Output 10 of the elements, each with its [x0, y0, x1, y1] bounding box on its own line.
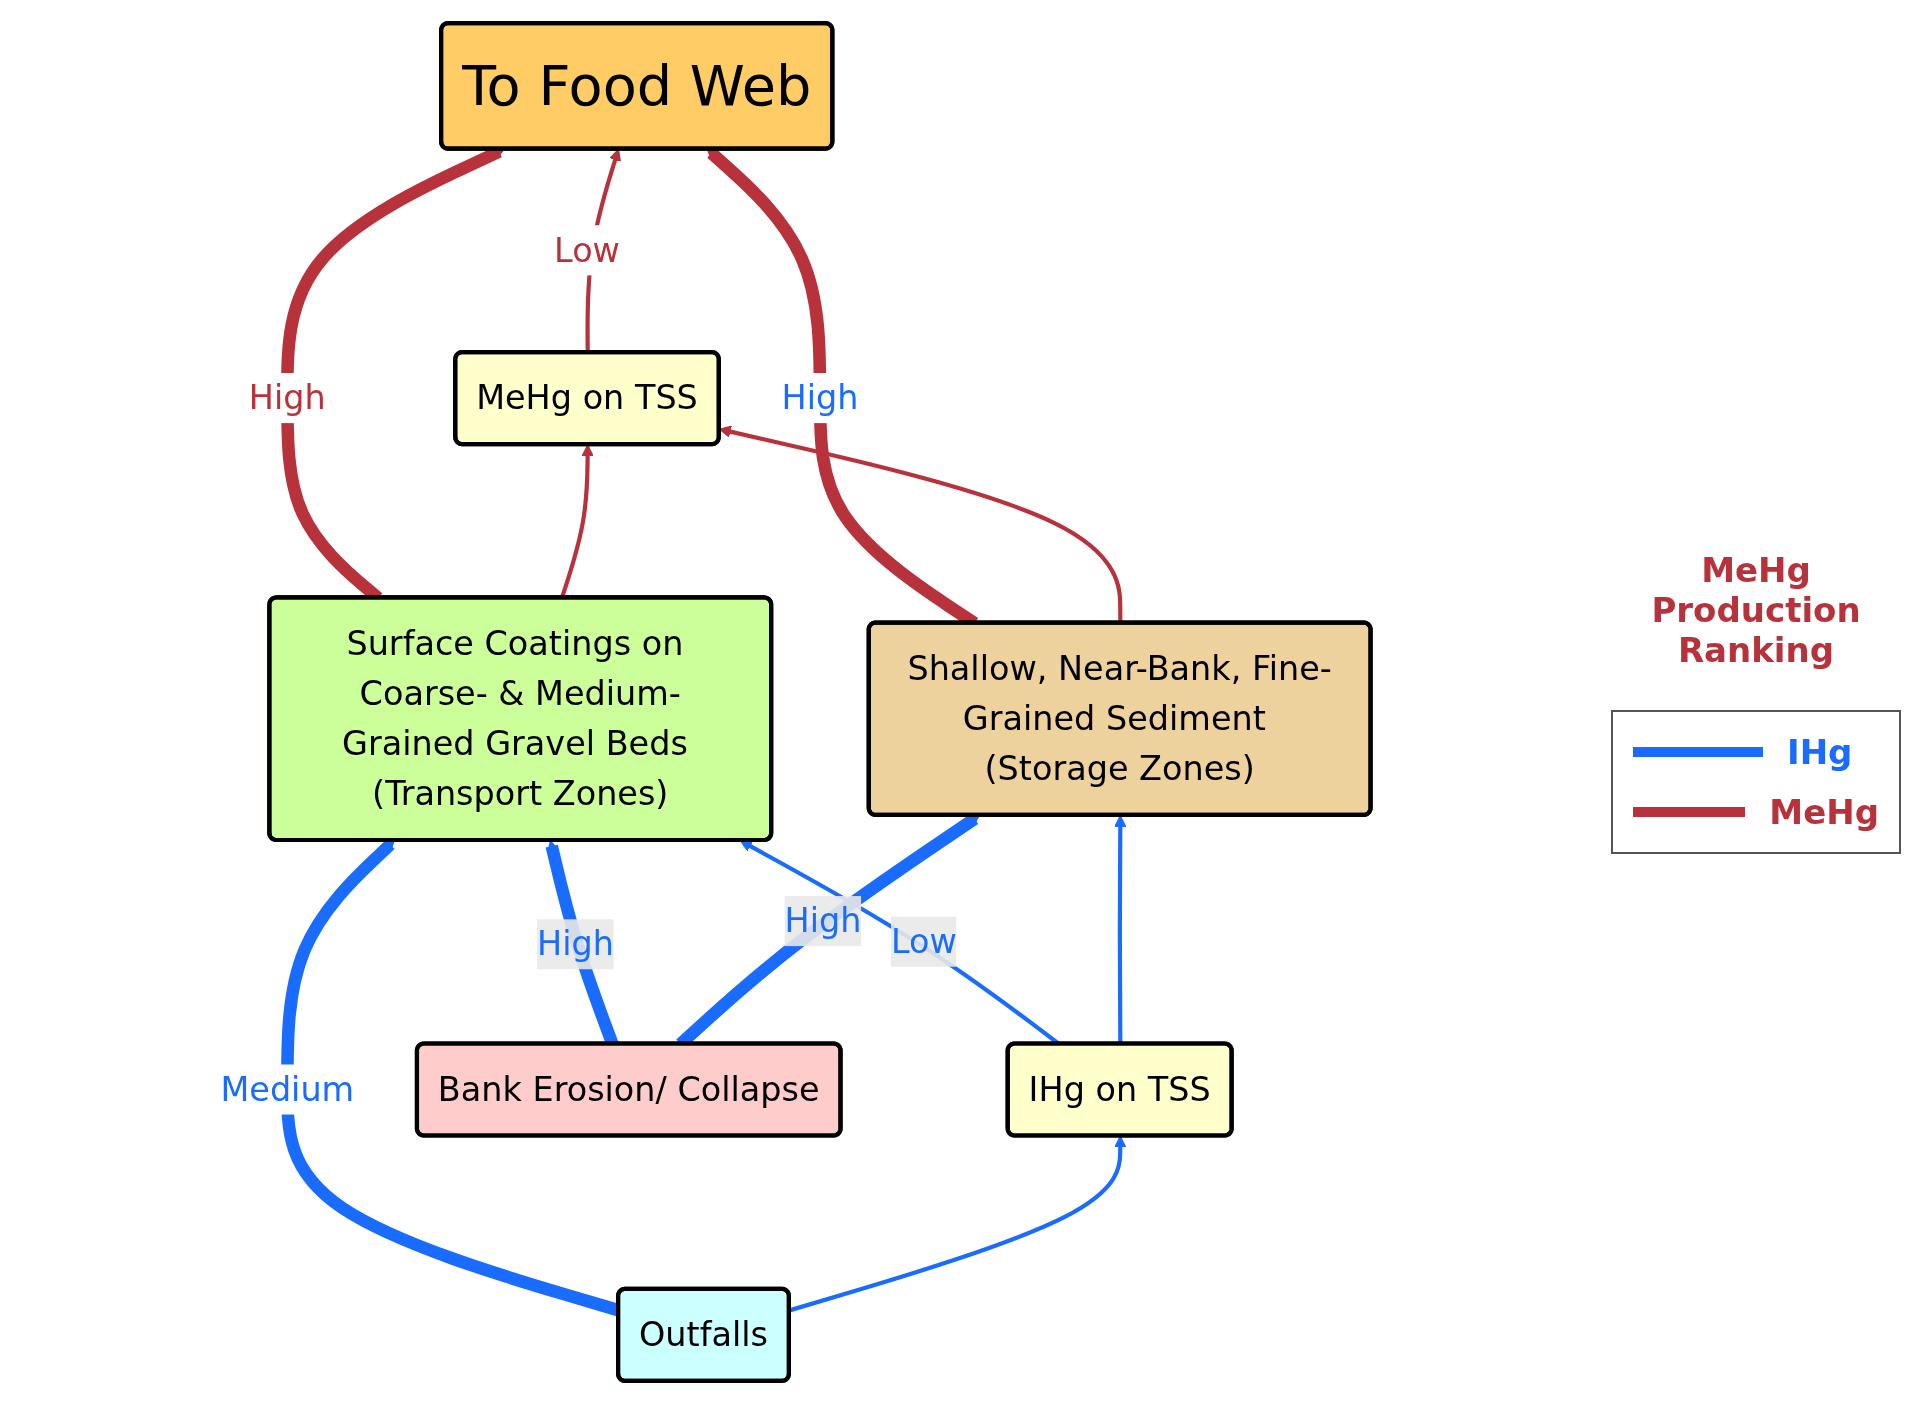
edge-label: High: [781, 378, 859, 418]
legend-label: MeHg: [1769, 792, 1879, 832]
edge-label: Low: [554, 230, 620, 270]
edge-label: High: [784, 901, 862, 941]
legend-label: IHg: [1787, 732, 1853, 772]
edge-label: High: [536, 924, 614, 964]
edge-label: High: [248, 378, 326, 418]
edge-label: Medium: [220, 1070, 355, 1110]
edge-label: Low: [890, 922, 957, 962]
note-text: MeHg Production Ranking: [1650, 550, 1862, 670]
